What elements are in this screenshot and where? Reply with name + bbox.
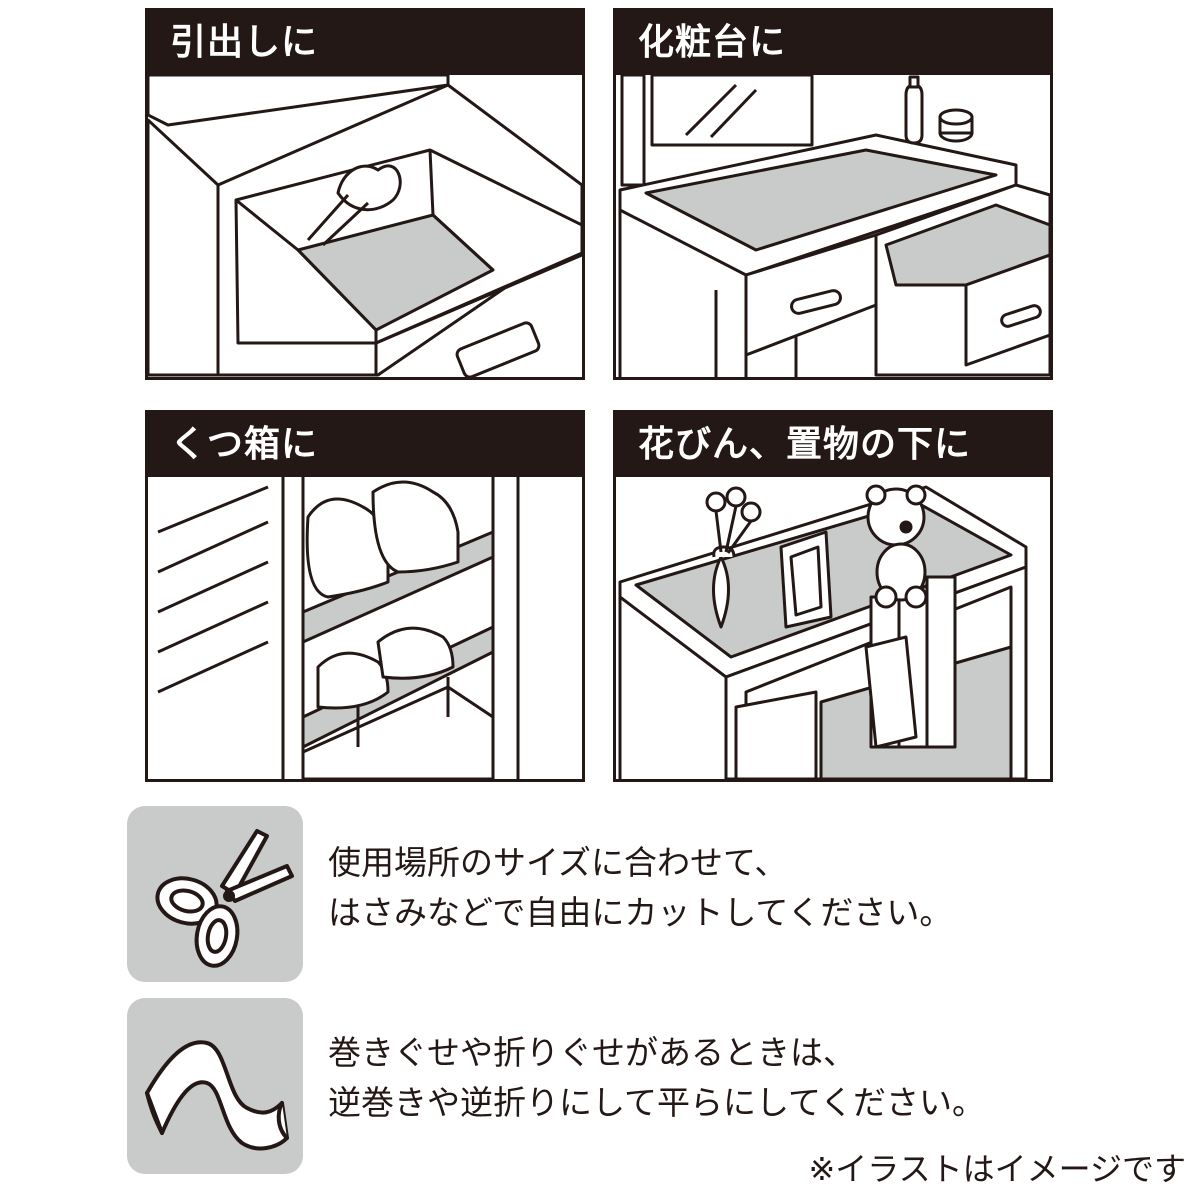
shelf-panel: 花びん、置物の下に (613, 410, 1053, 782)
illustration-disclaimer: ※イラストはイメージです (808, 1150, 1186, 1188)
flatten-instruction: 巻きぐせや折りぐせがあるときは、 逆巻きや逆折りにして平らにしてください。 (328, 1028, 1188, 1128)
curled-sheet-icon (145, 1040, 289, 1151)
drawer-panel: 引出しに (145, 8, 585, 380)
shelf-illustration (618, 484, 1028, 779)
flatten-instruction-line1: 巻きぐせや折りぐせがあるときは、 (328, 1033, 856, 1072)
shoe-box-panel-label: くつ箱に (148, 413, 582, 477)
drawer-panel-label: 引出しに (148, 11, 582, 75)
vanity-panel-label: 化粧台に (616, 11, 1050, 75)
scissors-icon-box (127, 806, 303, 982)
scissors-icon (155, 829, 294, 968)
cut-instruction-line1: 使用場所のサイズに合わせて、 (328, 843, 788, 882)
cut-instruction-line2: はさみなどで自由にカットしてください。 (328, 893, 953, 932)
vanity-illustration (618, 75, 1050, 377)
shoe-box-illustration (157, 477, 520, 779)
shoe-box-panel: くつ箱に (145, 410, 585, 782)
cut-instruction: 使用場所のサイズに合わせて、 はさみなどで自由にカットしてください。 (328, 838, 1188, 938)
shelf-panel-label: 花びん、置物の下に (616, 413, 1050, 477)
vanity-panel: 化粧台に (613, 8, 1053, 380)
curled-sheet-icon-box (127, 998, 303, 1174)
flatten-instruction-line2: 逆巻きや逆折りにして平らにしてください。 (328, 1083, 986, 1122)
drawer-illustration (148, 75, 582, 377)
